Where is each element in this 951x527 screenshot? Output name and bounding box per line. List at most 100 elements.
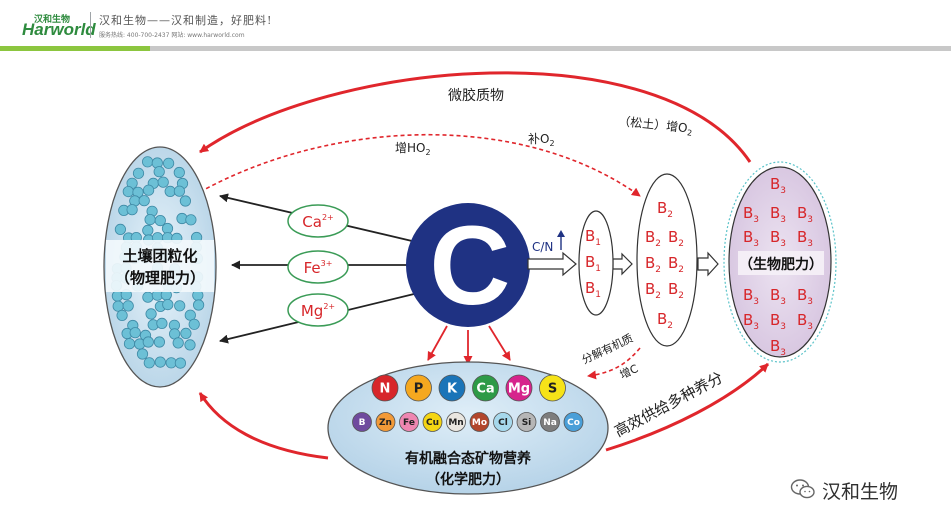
b2-ellipse [636,173,698,347]
element-circle-s [539,374,566,402]
arrow-c-chem-left [427,325,448,361]
soil-particle [126,204,138,216]
soil-particle [193,299,205,311]
top-label: 微胶质物 [448,87,504,104]
o2-label: 补O2 [528,132,555,148]
element-circle-p [405,374,432,402]
soil-particle [132,167,145,179]
dashed-o2-arrow [199,133,641,197]
microbe-label: B1 [585,279,601,300]
wechat-icon [790,479,815,499]
element-circle-cl [493,412,513,432]
svg-text:Ca2+: Ca2+ [302,213,333,231]
hollow-arrow-c-b1 [527,251,577,277]
soil-particle [129,327,141,339]
element-circle-fe [399,412,419,432]
top-arc-arrow [199,71,752,163]
soil-particle [143,184,155,196]
element-symbol-fe: Fe [403,418,415,428]
element-circle-cu [422,412,443,432]
soil-particle [142,336,154,348]
header-divider [90,12,91,38]
microbe-label: B2 [645,280,661,301]
element-circle-zn [375,412,396,432]
cation-fe: Fe3+ [287,250,349,284]
soil-particle [142,291,154,303]
microbe-label: B3 [770,175,786,196]
header-slogan: 汉和生物——汉和制造，好肥料! [99,14,273,27]
element-circle-mg [505,374,533,402]
soil-particle [143,357,155,369]
soil-particle [142,156,154,168]
soil-particle [136,348,149,360]
soil-particle [138,195,150,207]
soil-particle [156,317,168,329]
soil-particle [185,214,197,226]
carbon-circle [406,203,530,327]
chem-to-soil-arrow [198,392,329,460]
decompose-arrow [587,347,641,380]
microbe-label: B3 [743,286,759,307]
page-header: 汉和生物 Harworld 汉和生物——汉和制造，好肥料! 服务热线: 400-… [0,0,951,52]
microbe-label: B2 [668,254,684,275]
logo-english-name: Harworld [22,20,96,39]
soil-particle [122,300,134,312]
header-accent-bar [0,46,150,51]
element-symbol-s: S [548,382,557,397]
element-symbol-p: P [414,382,424,397]
element-symbol-b: B [359,418,366,428]
soil-particle [172,337,184,349]
microbe-label: B2 [657,199,673,220]
element-circle-na [540,412,560,432]
logo-chinese-name: 汉和生物 [34,15,71,25]
microbe-label: B3 [770,286,786,307]
element-symbol-mg: Mg [508,382,530,397]
header-contact: 服务热线: 400-700-2437 网站: www.harworld.com [99,32,245,39]
soil-particle [154,356,166,368]
soil-label-line2: （物理肥力） [115,269,205,287]
element-circle-k [438,374,466,402]
harworld-logo[interactable]: 汉和生物 Harworld [22,12,96,42]
microbe-label: B2 [657,310,673,331]
microbe-label: B2 [645,254,661,275]
hollow-arrow-b1-b2 [612,252,633,276]
microbe-label: B3 [770,228,786,249]
soil-particle [114,223,127,235]
microbe-label: B3 [797,286,813,307]
watermark: 汉和生物 [790,476,930,503]
soil-particle [144,214,156,226]
b1-ellipse [578,210,614,316]
microbe-label: B3 [770,337,786,358]
hoo-label: 增HO2 [395,141,431,157]
element-symbol-mn: Mn [448,418,463,428]
microbe-label: B3 [770,311,786,332]
soil-particle [184,339,196,351]
element-symbol-co: Co [567,418,580,428]
soil-particle [188,318,200,330]
b3-outer-ring [723,161,837,363]
svg-text:Mg2+: Mg2+ [301,302,335,320]
element-circle-b [352,412,372,432]
soil-particle [122,186,134,198]
microbe-label: B2 [668,228,684,249]
soil-particle [163,157,175,169]
soil-particle [145,308,157,320]
cation-mg: Mg2+ [287,293,349,327]
microbe-label: B3 [770,204,786,225]
microbe-label: B3 [743,204,759,225]
cation-ca: Ca2+ [287,204,349,238]
element-symbol-na: Na [543,418,557,428]
microbe-label: B3 [797,228,813,249]
addc-label: 增C [617,361,640,382]
microbe-label: B3 [797,204,813,225]
soil-particle [174,300,186,312]
microbe-label: B1 [585,227,601,248]
soil-particle [153,166,165,178]
soil-label-bg [106,240,214,292]
hollow-arrow-b2-b3 [697,251,719,277]
microbe-label: B3 [743,311,759,332]
